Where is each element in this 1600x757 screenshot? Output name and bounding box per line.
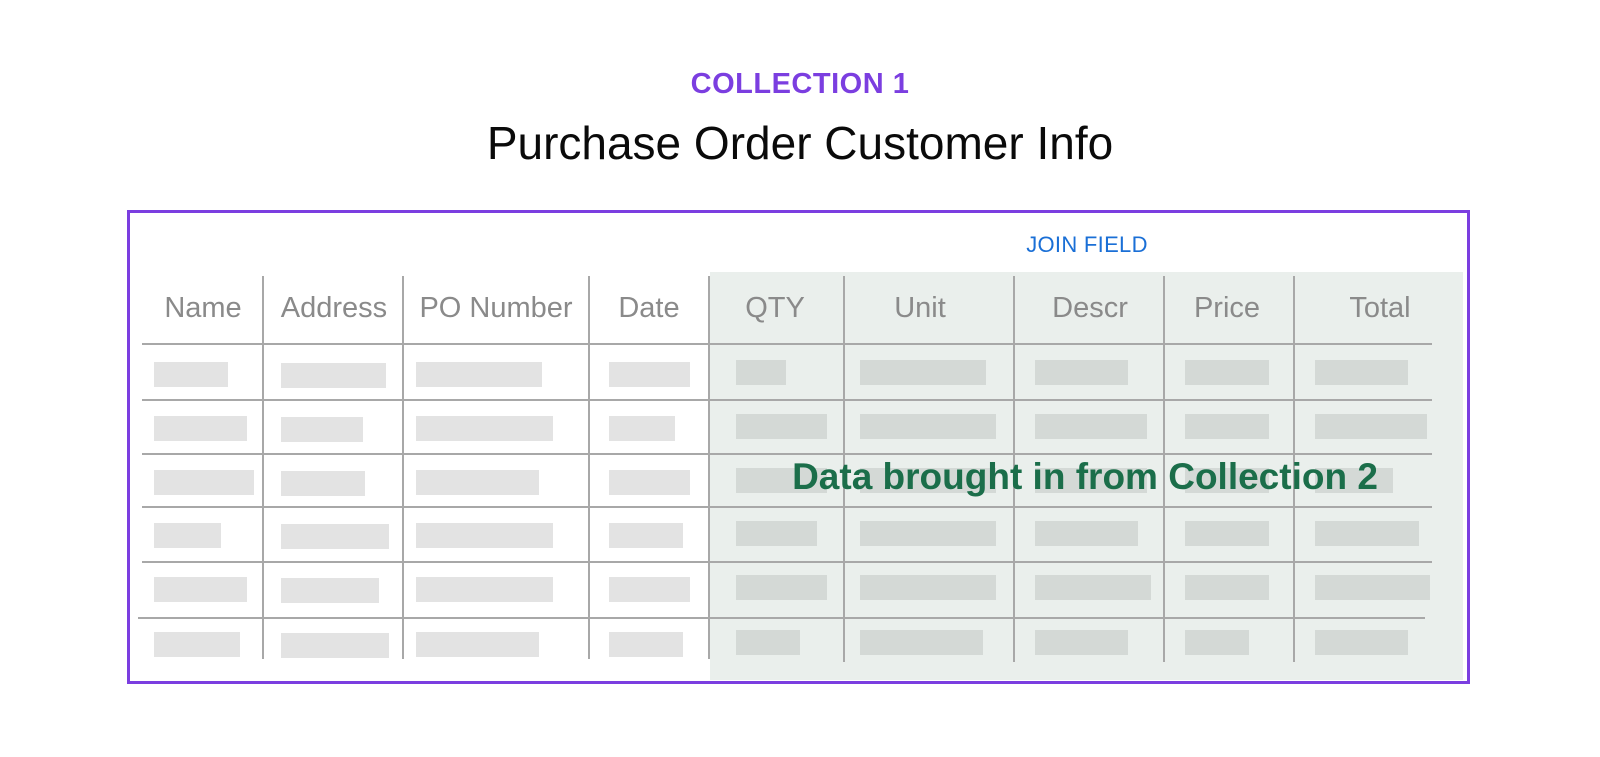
placeholder-cell: [1185, 468, 1269, 493]
column-divider: [1163, 276, 1165, 662]
placeholder-cell: [609, 577, 690, 602]
column-divider: [1293, 276, 1295, 662]
placeholder-cell: [609, 523, 683, 548]
placeholder-cell: [1035, 575, 1151, 600]
placeholder-cell: [281, 471, 365, 496]
placeholder-cell: [416, 470, 539, 495]
column-divider: [262, 276, 264, 659]
row-divider: [142, 453, 1432, 455]
placeholder-cell: [860, 575, 996, 600]
column-header-descr: Descr: [1052, 292, 1128, 324]
column-divider: [1013, 276, 1015, 662]
placeholder-cell: [416, 523, 553, 548]
placeholder-cell: [736, 521, 817, 546]
placeholder-cell: [609, 470, 690, 495]
placeholder-cell: [154, 632, 240, 657]
placeholder-cell: [609, 416, 675, 441]
placeholder-cell: [281, 633, 389, 658]
placeholder-cell: [1185, 575, 1269, 600]
column-divider: [402, 276, 404, 659]
column-divider: [708, 276, 710, 659]
placeholder-cell: [281, 524, 389, 549]
placeholder-cell: [1315, 468, 1393, 493]
placeholder-cell: [609, 632, 683, 657]
placeholder-cell: [1035, 521, 1138, 546]
placeholder-cell: [281, 578, 379, 603]
placeholder-cell: [281, 363, 386, 388]
placeholder-cell: [1035, 468, 1147, 493]
placeholder-cell: [736, 468, 827, 493]
collection-2-label: Data brought in from Collection 2: [792, 456, 1378, 497]
column-header-unit: Unit: [894, 292, 946, 324]
placeholder-cell: [860, 468, 996, 493]
placeholder-cell: [281, 417, 363, 442]
placeholder-cell: [1315, 575, 1430, 600]
placeholder-cell: [154, 362, 228, 387]
placeholder-cell: [154, 523, 221, 548]
placeholder-cell: [609, 362, 690, 387]
placeholder-cell: [416, 416, 553, 441]
placeholder-cell: [860, 414, 996, 439]
placeholder-cell: [860, 521, 996, 546]
column-header-po-number: PO Number: [419, 292, 573, 324]
row-divider: [142, 506, 1432, 508]
row-divider: [142, 561, 1432, 563]
column-divider: [588, 276, 590, 659]
placeholder-cell: [154, 416, 247, 441]
placeholder-cell: [1035, 414, 1147, 439]
placeholder-cell: [1185, 630, 1249, 655]
placeholder-cell: [1185, 360, 1269, 385]
placeholder-cell: [1315, 414, 1427, 439]
column-header-price: Price: [1193, 292, 1261, 324]
placeholder-cell: [1185, 521, 1269, 546]
row-divider: [142, 343, 1432, 345]
row-divider: [142, 399, 1432, 401]
column-divider: [843, 276, 845, 662]
placeholder-cell: [736, 360, 786, 385]
column-header-total: Total: [1349, 292, 1411, 324]
collection-1-frame: [127, 210, 1470, 684]
placeholder-cell: [416, 632, 539, 657]
placeholder-cell: [736, 575, 827, 600]
placeholder-cell: [1315, 360, 1408, 385]
placeholder-cell: [1315, 521, 1419, 546]
collection-eyebrow: COLLECTION 1: [690, 68, 910, 100]
column-header-date: Date: [618, 292, 680, 324]
placeholder-cell: [736, 414, 827, 439]
diagram-title: Purchase Order Customer Info: [486, 117, 1114, 169]
placeholder-cell: [736, 630, 800, 655]
placeholder-cell: [1315, 630, 1408, 655]
placeholder-cell: [154, 470, 254, 495]
column-header-name: Name: [164, 292, 242, 324]
placeholder-cell: [154, 577, 247, 602]
join-field-label: JOIN FIELD: [1026, 232, 1148, 257]
placeholder-cell: [860, 360, 986, 385]
column-header-qty: QTY: [745, 292, 805, 324]
column-header-address: Address: [280, 292, 388, 324]
placeholder-cell: [1035, 630, 1128, 655]
placeholder-cell: [416, 577, 553, 602]
placeholder-cell: [416, 362, 542, 387]
placeholder-cell: [1035, 360, 1128, 385]
row-divider: [138, 617, 1425, 619]
placeholder-cell: [860, 630, 983, 655]
placeholder-cell: [1185, 414, 1269, 439]
